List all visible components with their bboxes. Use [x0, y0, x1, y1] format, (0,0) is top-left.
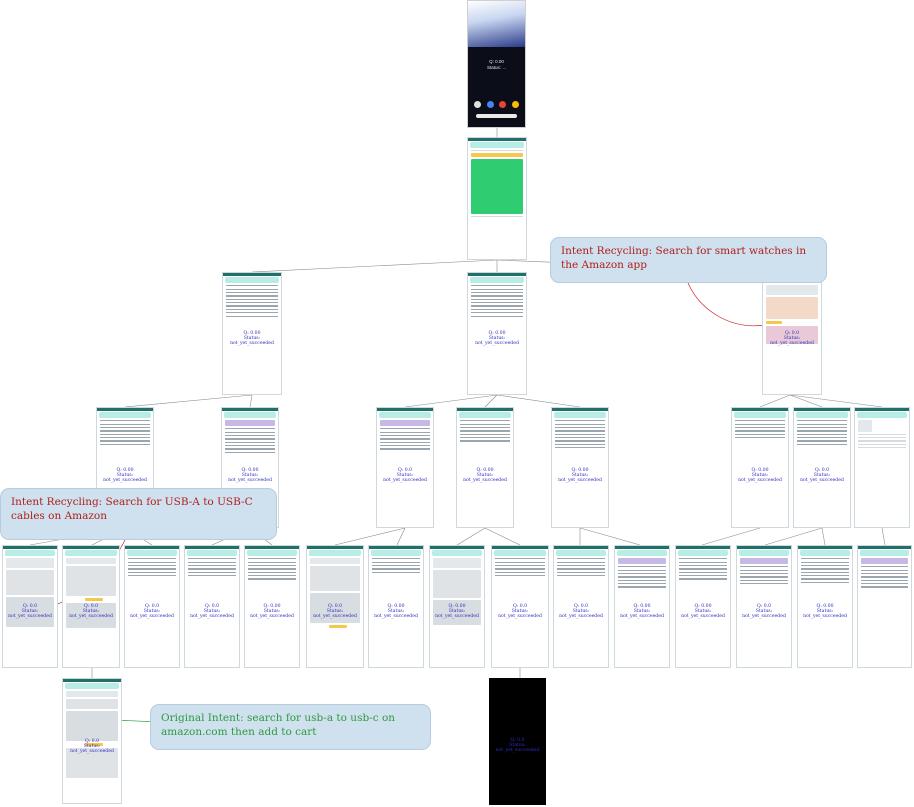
bottom-nav	[468, 252, 526, 256]
search-bar[interactable]	[470, 142, 524, 148]
chrome-app-icon[interactable]	[499, 101, 507, 108]
status-bar	[468, 138, 526, 141]
home-screen-node[interactable]: Q: 0.00 Status: ...	[467, 0, 526, 128]
search-bar[interactable]	[225, 277, 279, 283]
note-original-intent: Original Intent: search for usb-a to usb…	[150, 704, 431, 750]
wallpaper	[468, 1, 525, 47]
messages-app-icon[interactable]	[486, 101, 494, 108]
categories-node[interactable]	[854, 407, 910, 528]
home-q-label: Q: 0.00 Status: ...	[468, 59, 525, 71]
phone-app-icon[interactable]	[474, 101, 481, 108]
camera-app-icon[interactable]	[511, 101, 519, 108]
keep-shopping-card[interactable]	[471, 159, 523, 215]
note-smartwatch-intent: Intent Recycling: Search for smart watch…	[550, 237, 827, 283]
deals-line	[471, 216, 523, 218]
search-node[interactable]	[857, 545, 912, 668]
banner	[471, 153, 523, 158]
amazon-home-node[interactable]	[467, 137, 527, 260]
search-bar[interactable]	[470, 277, 524, 283]
home-q-value: Q: 0.00	[489, 59, 504, 64]
app-row	[474, 101, 519, 109]
note-usb-cables-intent: Intent Recycling: Search for USB-A to US…	[0, 488, 277, 540]
home-status-value: Status: ...	[486, 65, 506, 70]
location-line	[471, 150, 523, 152]
search-dock[interactable]	[476, 114, 517, 118]
